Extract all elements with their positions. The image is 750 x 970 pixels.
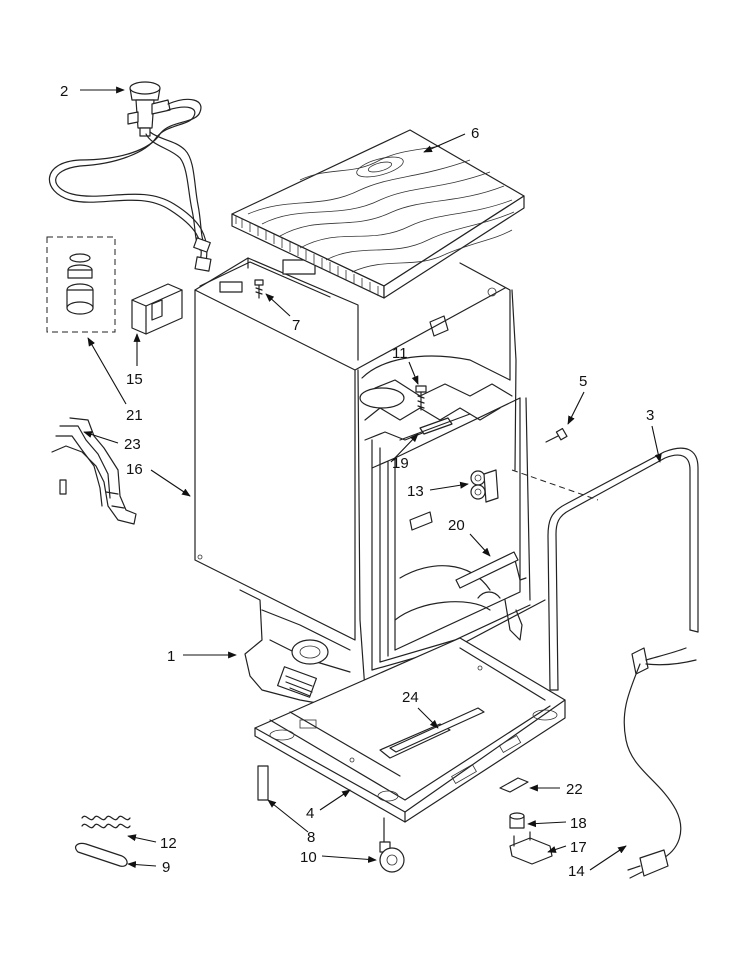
callout-2: 2 — [60, 83, 68, 100]
part-8-strip — [257, 765, 269, 801]
part-9-pad — [74, 842, 128, 867]
part-6-wood-top — [231, 129, 525, 299]
part-20-strip — [455, 551, 519, 589]
callout-1: 1 — [167, 648, 175, 665]
part-13-hinges — [470, 469, 499, 503]
callout-18: 18 — [570, 815, 587, 832]
part-3-gasket — [547, 447, 699, 691]
part-12-spring — [81, 815, 131, 829]
callout-9: 9 — [162, 859, 170, 876]
part-7-screw — [254, 279, 264, 299]
callout-19: 19 — [392, 455, 409, 472]
leader-lines — [80, 86, 662, 871]
part-5-dashed-guide — [511, 469, 599, 501]
callout-21: 21 — [126, 407, 143, 424]
part-18-switch — [509, 812, 525, 829]
callout-13: 13 — [407, 483, 424, 500]
callout-11: 11 — [392, 345, 408, 362]
cabinet-frame — [194, 257, 546, 721]
callout-17: 17 — [570, 839, 587, 856]
callout-6: 6 — [471, 125, 479, 142]
part-16-side-panel — [194, 289, 356, 641]
callout-15: 15 — [126, 371, 143, 388]
part-2-fill-valve-hose — [48, 81, 212, 272]
part-11-screw — [415, 385, 427, 411]
callout-10: 10 — [300, 849, 317, 866]
callout-16: 16 — [126, 461, 143, 478]
callout-22: 22 — [566, 781, 583, 798]
callout-3: 3 — [646, 407, 654, 424]
part-14-power-cord — [623, 647, 697, 879]
callout-5: 5 — [579, 373, 587, 390]
callout-20: 20 — [448, 517, 465, 534]
callout-4: 4 — [306, 805, 314, 822]
callout-7: 7 — [292, 317, 300, 334]
part-23-bracket — [51, 417, 137, 525]
part-15-bracket — [131, 283, 183, 335]
callout-labels: 2 6 7 15 21 23 16 11 5 3 19 13 20 1 24 4… — [60, 83, 654, 880]
callout-14: 14 — [568, 863, 585, 880]
part-24-rail — [389, 707, 485, 753]
part-21-kit-box — [46, 236, 116, 333]
part-17-bracket — [509, 831, 553, 865]
callout-24: 24 — [402, 689, 419, 706]
part-4-base — [254, 637, 566, 823]
callout-23: 23 — [124, 436, 141, 453]
part-10-wheel — [379, 817, 405, 873]
part-22-plate — [499, 777, 529, 793]
part-5-screw — [545, 427, 568, 443]
callout-8: 8 — [307, 829, 315, 846]
callout-12: 12 — [160, 835, 177, 852]
